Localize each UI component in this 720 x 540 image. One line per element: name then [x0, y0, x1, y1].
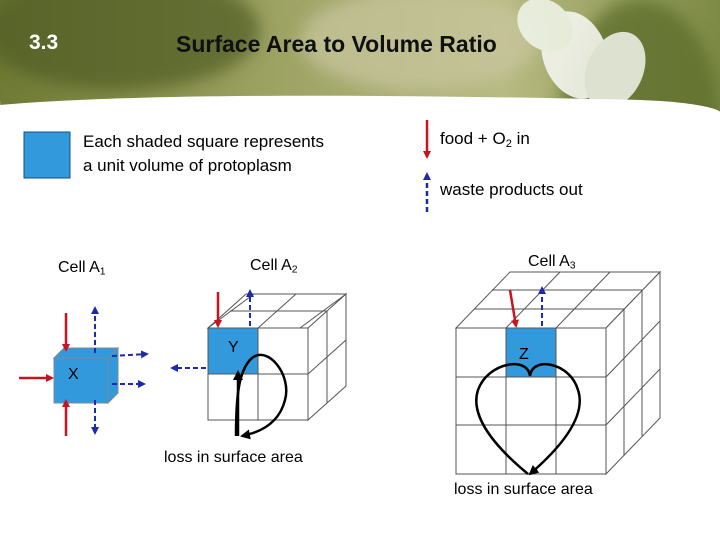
cell-a3-label: Cell A3 — [528, 253, 576, 272]
cell-a3-arrows — [508, 286, 546, 328]
cell-a2-marker: Y — [228, 339, 239, 356]
legend-shaded-square — [23, 131, 71, 179]
cell-a2-loss-caption: loss in surface area — [164, 449, 303, 466]
page-title: Surface Area to Volume Ratio — [176, 31, 497, 57]
legend-waste-label: waste products out — [440, 180, 583, 199]
legend-square-line2: a unit volume of protoplasm — [83, 156, 292, 175]
cell-a3-shaded-unit — [505, 327, 557, 378]
cell-a1-arrows — [19, 306, 149, 436]
cell-a1-marker: X — [68, 366, 79, 383]
cell-a3-cube — [454, 270, 662, 476]
cell-a2-label: Cell A2 — [250, 257, 298, 276]
cell-a2-arrows — [170, 289, 254, 372]
cell-a3-marker: Z — [519, 346, 529, 363]
legend-food-label: food + O2 in — [440, 129, 530, 150]
cell-a1-label: Cell A1 — [58, 259, 106, 278]
cell-a3-loss-caption: loss in surface area — [454, 481, 593, 498]
cell-a1-cube — [52, 346, 120, 405]
cell-a3-loss-loop — [475, 362, 581, 476]
section-number: 3.3 — [29, 31, 59, 54]
cell-a2-shaded-unit — [207, 327, 259, 375]
legend-square-line1: Each shaded square represents — [83, 132, 324, 151]
